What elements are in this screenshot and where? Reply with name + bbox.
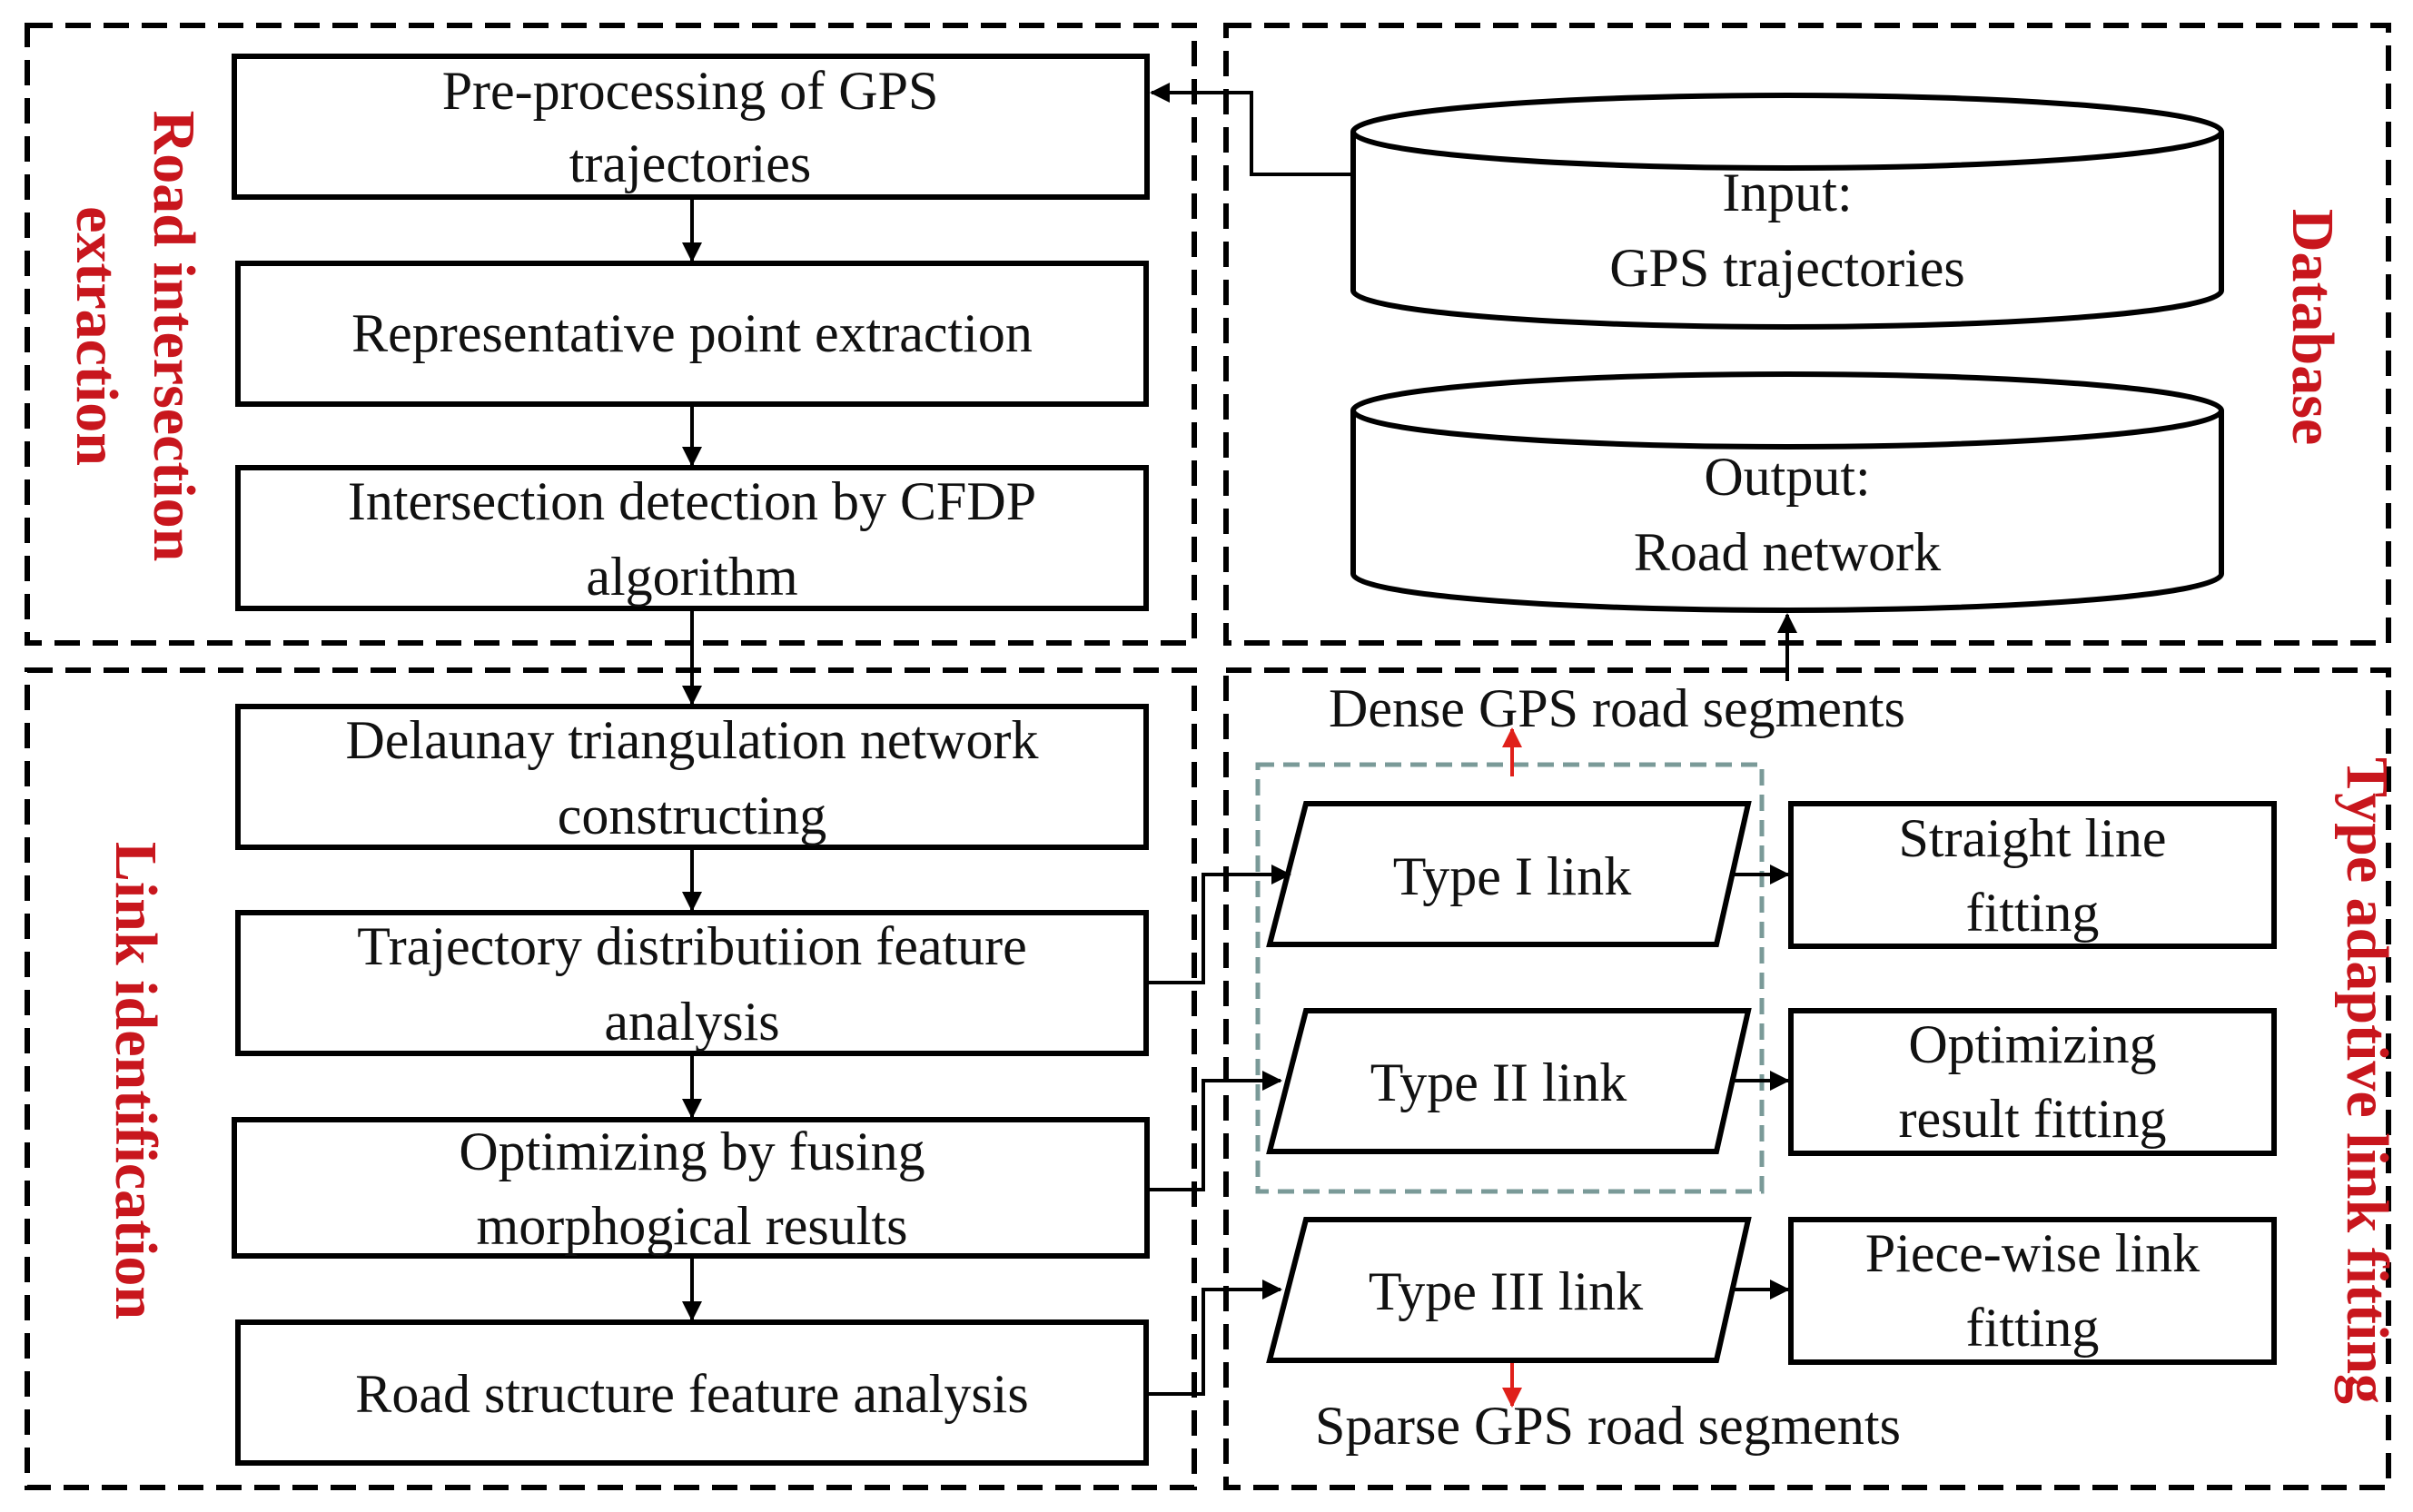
step-optimizing-line2: morphogical results — [477, 1196, 908, 1256]
db-input-line2: GPS trajectories — [1609, 238, 1965, 298]
panel-title-link-identification: Link identification — [103, 842, 169, 1319]
step-trajectory: Trajectory distributiion feature analysi… — [235, 910, 1149, 1056]
step-preprocess: Pre-processing of GPS trajectories — [232, 54, 1150, 200]
step-optimizing-line1: Optimizing by fusing — [459, 1122, 925, 1181]
panel-link-identification — [25, 667, 1197, 1490]
arrow-road-structure-to-type3 — [1146, 1280, 1282, 1396]
panel-title-road-intersection-1: Road intersection — [141, 111, 207, 562]
panel-title-road-intersection-2: extraction — [64, 206, 130, 466]
step-trajectory-line1: Trajectory distributiion feature — [357, 916, 1027, 976]
link-type-3: Type III link — [1266, 1217, 1752, 1363]
arrow-input-to-preprocess — [1150, 83, 1353, 176]
step-optimizing: Optimizing by fusing morphogical results — [232, 1117, 1150, 1259]
fit-straight-line: Straight line fitting — [1788, 801, 2277, 949]
fit-piecewise-1: Piece-wise link — [1865, 1223, 2200, 1283]
panel-title-database: Database — [2279, 209, 2346, 445]
step-representative: Representative point extraction — [235, 261, 1149, 407]
arrow-trajectory-to-type1 — [1146, 865, 1291, 984]
fit-piecewise-2: fitting — [1966, 1298, 2100, 1358]
fit-optimizing-result-2: result fitting — [1899, 1089, 2167, 1149]
fit-piecewise: Piece-wise link fitting — [1788, 1217, 2277, 1365]
label-dense-segments: Dense GPS road segments — [1329, 678, 1905, 738]
link-type-1-label: Type I link — [1393, 846, 1631, 906]
fit-straight-line-2: fitting — [1966, 883, 2100, 943]
step-preprocess-line1: Pre-processing of GPS — [442, 61, 939, 121]
step-representative-line1: Representative point extraction — [351, 303, 1033, 363]
db-output-line2: Road network — [1634, 522, 1941, 582]
link-type-2: Type II link — [1266, 1008, 1752, 1154]
step-cfdp-line1: Intersection detection by CFDP — [348, 471, 1036, 531]
panel-title-type-adaptive: Type adaptive link fitting — [2334, 757, 2400, 1404]
step-cfdp-line2: algorithm — [586, 547, 797, 607]
step-cfdp: Intersection detection by CFDP algorithm — [235, 465, 1149, 611]
label-sparse-segments: Sparse GPS road segments — [1315, 1396, 1901, 1456]
step-delaunay-line2: constructing — [558, 786, 827, 845]
step-delaunay: Delaunay triangulation network construct… — [235, 704, 1149, 850]
link-type-3-label: Type III link — [1369, 1261, 1643, 1321]
fit-optimizing-result-1: Optimizing — [1908, 1014, 2156, 1074]
step-preprocess-line2: trajectories — [569, 133, 812, 193]
panel-road-intersection — [25, 23, 1197, 646]
arrow-optimizing-to-type2 — [1147, 1071, 1282, 1191]
step-delaunay-line1: Delaunay triangulation network — [345, 710, 1038, 770]
link-type-1: Type I link — [1266, 801, 1752, 947]
link-type-2-label: Type II link — [1370, 1052, 1627, 1112]
step-road-structure-line1: Road structure feature analysis — [355, 1364, 1028, 1424]
db-input-line1: Input: — [1722, 163, 1852, 222]
fit-straight-line-1: Straight line — [1899, 808, 2167, 868]
db-output-line1: Output: — [1704, 447, 1870, 507]
step-road-structure: Road structure feature analysis — [235, 1319, 1149, 1466]
step-trajectory-line2: analysis — [604, 992, 779, 1052]
db-input-cylinder: Input: GPS trajectories — [1350, 93, 2224, 330]
dense-link-group — [1255, 762, 1765, 1194]
fit-optimizing-result: Optimizing result fitting — [1788, 1008, 2277, 1156]
panel-database — [1223, 23, 2391, 646]
db-output-cylinder: Output: Road network — [1350, 371, 2224, 613]
